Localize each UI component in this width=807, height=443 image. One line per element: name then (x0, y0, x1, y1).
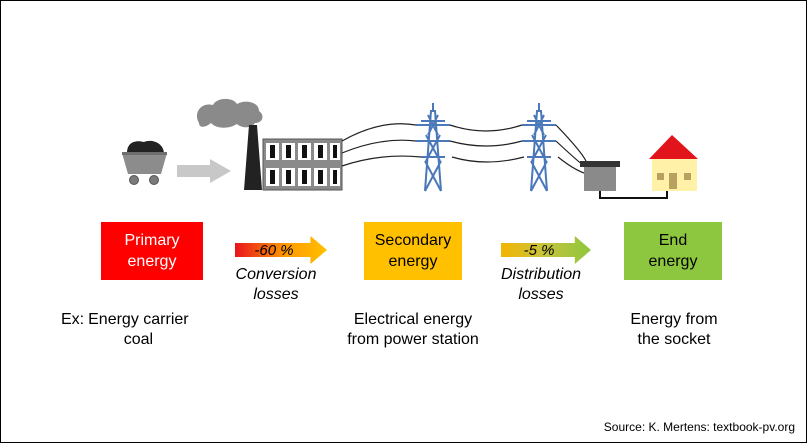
flow-arrow-icon (177, 159, 231, 183)
transformer-icon (580, 161, 668, 199)
house-icon (649, 135, 698, 191)
example-prefix: Ex: (61, 311, 85, 328)
source-credit: Source: K. Mertens: textbook-pv.org (603, 420, 795, 434)
distribution-loss-arrow: -5 % (501, 236, 591, 264)
distribution-losses-caption: Distribution losses (500, 266, 582, 303)
power-lines (341, 123, 587, 174)
conversion-losses-caption: Conversion losses (235, 266, 317, 303)
primary-energy-example: Ex: Energy carrier coal (61, 310, 221, 350)
power-station-icon (196, 98, 343, 191)
coal-cart-icon (122, 140, 167, 185)
end-energy-description: Energy from the socket (630, 311, 718, 348)
transmission-tower-icon (416, 103, 450, 192)
secondary-energy-box: Secondary energy (364, 222, 462, 280)
transmission-tower-icon (522, 103, 556, 192)
example-text: Energy carrier coal (88, 311, 189, 348)
primary-energy-box: Primary energy (101, 222, 203, 280)
illustration (122, 98, 698, 199)
end-energy-box: End energy (624, 222, 722, 280)
conversion-loss-arrow: -60 % (235, 236, 327, 264)
secondary-energy-description: Electrical energy from power station (347, 311, 479, 348)
